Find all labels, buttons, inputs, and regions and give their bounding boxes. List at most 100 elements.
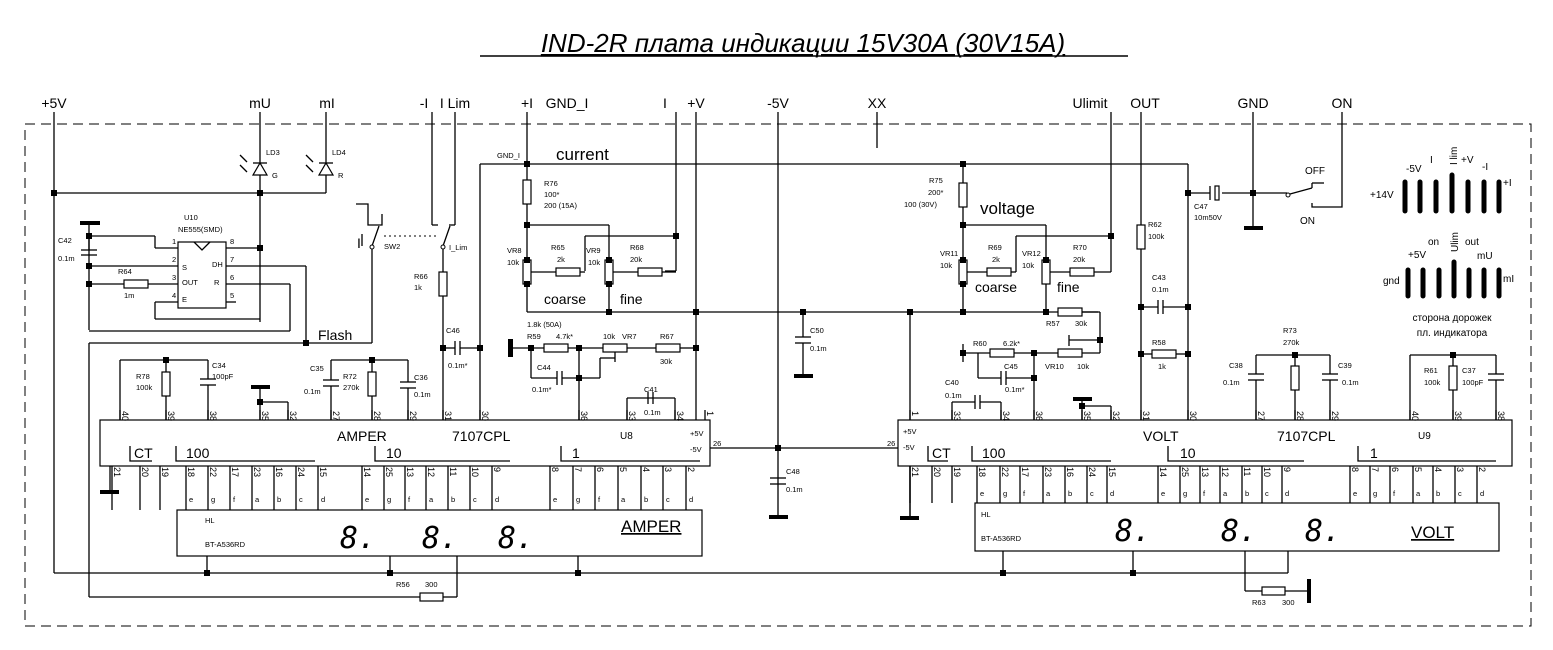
resistor-r59: 1.8k (50A) R59 4.7k* [527,320,573,353]
u9-bottom-pin-number: 25 [1180,467,1190,477]
c39-ref: C39 [1338,361,1352,370]
u9-bottom-pin-number: 22 [1000,467,1010,477]
capacitor-c41: C41 0.1m [644,385,661,417]
u9-bottom-pin-number: 24 [1087,467,1097,477]
r63-value: 300 [1282,598,1295,607]
u8-group-1: 1 [572,445,580,461]
junction-dot [524,222,530,228]
u9-bottom-pin-number: 10 [1262,467,1272,477]
u9-top-pin-number: 36 [1034,411,1044,421]
junction-dot [673,233,679,239]
c47-value: 10m50V [1194,213,1222,222]
label-coarse-voltage: coarse [975,279,1017,295]
resistor-r76: R76 100* 200 (15A) [522,179,577,210]
u9-bottom-pin-number: 8 [1350,467,1360,472]
junction-dot [86,233,92,239]
vr7-ref: VR7 [622,332,637,341]
segment-label: a [255,495,260,504]
c45-value: 0.1m* [1005,385,1025,394]
u10-pin: 3 [172,273,176,282]
segment-label: d [1285,489,1289,498]
resistor-r62: R62 100k [1136,220,1165,250]
segment-label: f [1023,489,1026,498]
segment-label: c [299,495,303,504]
r76-value: 100* [544,190,560,199]
u8-group-ct: CT [134,445,153,461]
net-label-m5v: -5V [767,95,789,111]
resistor-r57: R57 30k [1046,307,1098,328]
junction-dot [960,309,966,315]
segment-label: c [1458,489,1462,498]
u9-top-pin-number: 33 [952,411,962,421]
segment-label: a [1416,489,1421,498]
u9-top-pin-number: 34 [1001,411,1011,421]
segment-label: c [473,495,477,504]
u8-supply-pos: +5V [690,429,704,438]
r66-ref: R66 [414,272,428,281]
u9-bottom-pin-number: 14 [1158,467,1168,477]
r59-ref: R59 [527,332,541,341]
u8-top-pin-number: 38 [208,411,218,421]
display-volt-part: BT-A536RD [981,534,1022,543]
c46-value: 0.1m* [448,361,468,370]
segment-label: a [429,495,434,504]
u9-bottom-pin-number: 17 [1020,467,1030,477]
u9-gnd [900,466,919,520]
segment-label: b [451,495,455,504]
r69-ref: R69 [988,243,1002,252]
label-current: current [556,145,609,164]
conn-bottom-label: mU [1477,251,1493,262]
c36-ref: C36 [414,373,428,382]
capacitor-c43: C43 0.1m [1141,273,1188,314]
junction-dot [606,309,612,315]
segment-label: b [1068,489,1072,498]
u8-bottom-pin-number: 16 [274,467,284,477]
r62-value: 100k [1148,232,1165,241]
u8-bottom-pin-number: 19 [160,467,170,477]
u9-bottom-pin-number: 18 [977,467,987,477]
r70-value: 20k [1073,255,1085,264]
label-voltage: voltage [980,199,1035,218]
junction-dot [257,190,263,196]
junction-dot [960,257,966,263]
u10-part: NE555(SMD) [178,225,223,234]
c34-value: 100pF [212,372,234,381]
display-volt-digit: 8. [1305,514,1341,549]
r64-ref: R64 [118,267,132,276]
wires-vr7 [508,339,696,420]
u8-ref: U8 [620,431,633,442]
resistor-r66: R66 1k [414,249,448,420]
r62-ref: R62 [1148,220,1162,229]
conn-top-label: +14V [1370,190,1394,201]
junction-dot [960,281,966,287]
vr10-ref: VR10 [1045,362,1064,371]
sw2-label-I: I [357,235,361,251]
conn-bottom-label: mI [1503,274,1514,285]
u8-bottom-pin-number: 23 [252,467,262,477]
u9-top-pin-number: 38 [1496,411,1506,421]
segment-label: d [1480,489,1484,498]
u8-top-pin-number: 39 [166,411,176,421]
power-switch: OFF ON [1285,112,1343,227]
wires-left [53,112,420,598]
u10-pin-name: DH [212,260,223,269]
net-label-p5v: +5V [41,95,67,111]
segment-label: d [689,495,693,504]
segment-label: g [1003,489,1007,498]
junction-dot [477,345,483,351]
sw2-label-ILim: I_Lim [449,243,467,252]
u9-top-pin-number: 1 [910,411,920,416]
segment-label: g [211,495,215,504]
u10-pin-name: S [182,263,187,272]
u9-bottom-pin-number: 20 [932,467,942,477]
segment-label: e [189,495,193,504]
capacitor-c47: C47 10m50V [1194,185,1222,222]
segment-label: a [1223,489,1228,498]
resistor-r73: R73 270k [1283,326,1300,391]
junction-dot [1185,304,1191,310]
